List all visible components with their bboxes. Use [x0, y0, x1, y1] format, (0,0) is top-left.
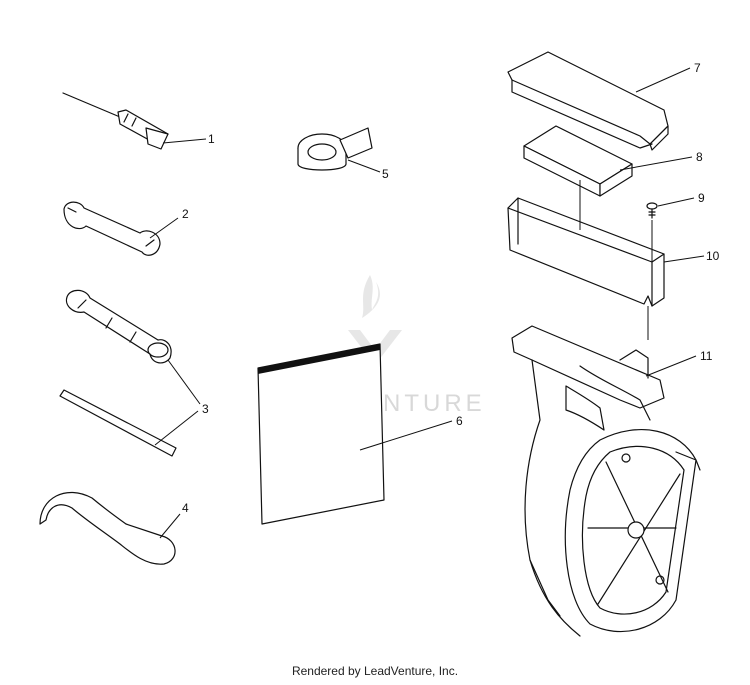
owners-manual: [257, 343, 385, 525]
screwdriver: [62, 92, 169, 150]
tommy-bar: [59, 389, 177, 457]
callout-2: 2: [182, 207, 189, 221]
callout-10: 10: [706, 249, 720, 263]
wrench: [63, 201, 161, 256]
callout-1: 1: [208, 132, 215, 146]
callout-7: 7: [694, 61, 701, 75]
foam-pad: [523, 125, 633, 197]
hook-spanner: [39, 491, 176, 565]
callout-6: 6: [456, 414, 463, 428]
callout-9: 9: [698, 191, 705, 205]
tape-roll: [297, 127, 373, 171]
watermark-logo-icon: [348, 275, 402, 365]
callout-8: 8: [696, 150, 703, 164]
footer-credit: Rendered by LeadVenture, Inc.: [291, 664, 459, 678]
socket-wrench: [65, 289, 172, 364]
toolbox-lid: [507, 51, 669, 151]
fan-housing: [511, 325, 701, 637]
callout-5: 5: [382, 167, 389, 181]
callout-3: 3: [202, 402, 209, 416]
screw: [646, 202, 658, 219]
toolbox-tray: [507, 197, 665, 307]
callout-4: 4: [182, 501, 189, 515]
callout-11: 11: [700, 349, 713, 363]
